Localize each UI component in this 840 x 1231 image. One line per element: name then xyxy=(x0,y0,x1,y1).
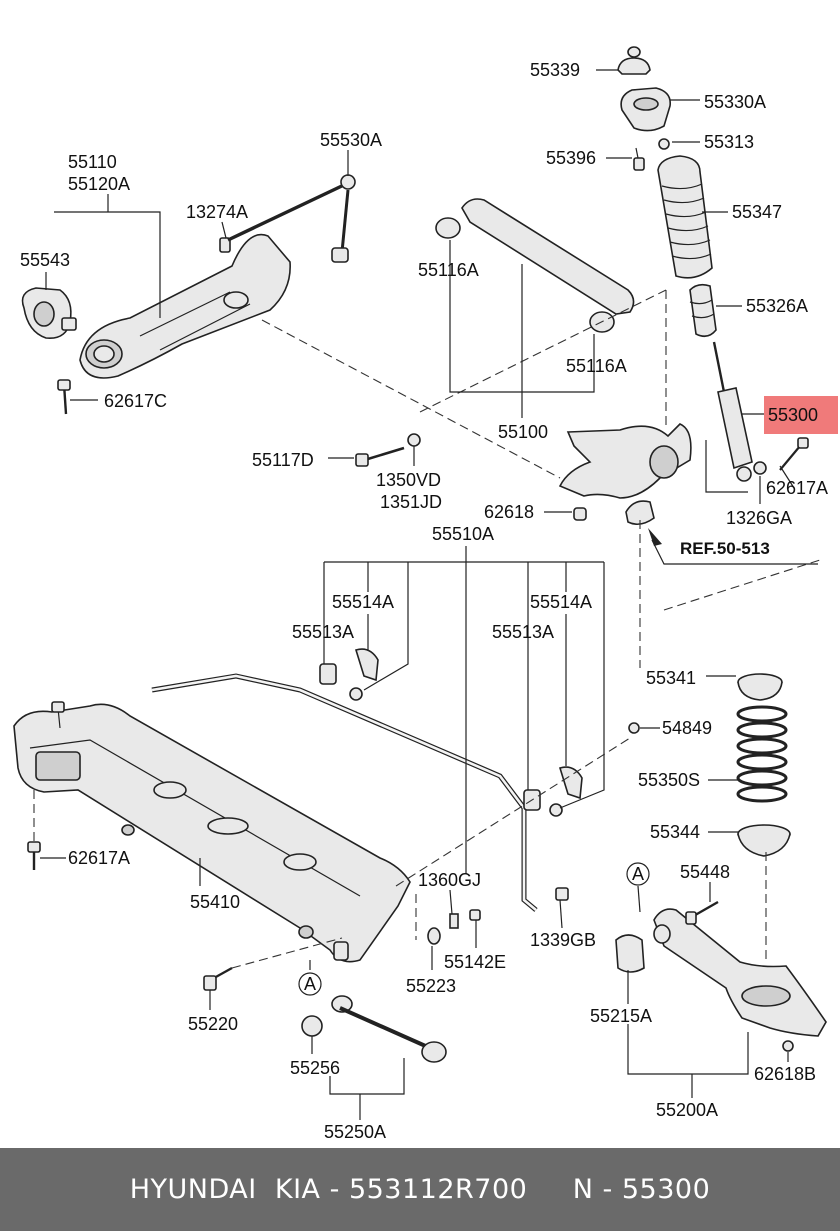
label-55410: 55410 xyxy=(190,892,240,912)
footer-n-prefix: N xyxy=(572,1174,594,1205)
label-55344: 55344 xyxy=(650,822,700,842)
spring-stack xyxy=(736,673,791,857)
label-55220: 55220 xyxy=(188,1014,238,1034)
label-55510A: 55510A xyxy=(432,524,494,544)
label-55116A-2: 55116A xyxy=(566,356,627,376)
label-1350VD: 1350VD xyxy=(376,470,441,490)
label-55514A-2: 55514A xyxy=(530,592,592,612)
callout-a-left xyxy=(298,972,322,996)
label-62618: 62618 xyxy=(484,502,534,522)
label-55120A: 55120A xyxy=(68,174,130,194)
lower-arm xyxy=(615,900,827,1052)
label-55513A-2: 55513A xyxy=(492,622,554,642)
footer-sep-1: - xyxy=(320,1174,349,1205)
leader-lines xyxy=(40,69,818,1120)
footer-sep-2: - xyxy=(593,1174,622,1205)
lower-link xyxy=(301,941,447,1063)
knuckle xyxy=(355,423,692,526)
label-54849: 54849 xyxy=(662,718,712,738)
label-13274A: 13274A xyxy=(186,202,248,222)
footer-brand: HYUNDAI KIA xyxy=(129,1174,321,1205)
label-1326GA: 1326GA xyxy=(726,508,792,528)
label-55250A: 55250A xyxy=(324,1122,386,1142)
label-55116A-1: 55116A xyxy=(418,260,479,280)
stabilizer-bar xyxy=(151,648,640,912)
label-55200A: 55200A xyxy=(656,1100,718,1120)
callout-a-right xyxy=(626,862,650,886)
label-55543: 55543 xyxy=(20,250,70,270)
trailing-arm xyxy=(21,174,356,415)
label-55326A: 55326A xyxy=(746,296,808,316)
part-labels: 55339 55330A 55313 55396 55347 55326A 55… xyxy=(20,60,828,1142)
label-55256: 55256 xyxy=(290,1058,340,1078)
label-55117D: 55117D xyxy=(252,450,314,470)
label-55347: 55347 xyxy=(732,202,782,222)
label-55341: 55341 xyxy=(646,668,696,688)
label-55396: 55396 xyxy=(546,148,596,168)
label-1360GJ: 1360GJ xyxy=(418,870,481,890)
label-55215A: 55215A xyxy=(590,1006,652,1026)
label-62617C: 62617C xyxy=(104,391,167,411)
label-55350S: 55350S xyxy=(638,770,700,790)
label-55513A-1: 55513A xyxy=(292,622,354,642)
label-55313: 55313 xyxy=(704,132,754,152)
label-1351JD: 1351JD xyxy=(380,492,442,512)
label-55448: 55448 xyxy=(680,862,730,882)
label-55223: 55223 xyxy=(406,976,456,996)
label-55142E: 55142E xyxy=(444,952,506,972)
label-62617A-bottom: 62617A xyxy=(68,848,130,868)
label-ref-50-513: REF.50-513 xyxy=(680,539,770,558)
label-55100: 55100 xyxy=(498,422,548,442)
coil-spring xyxy=(736,705,788,803)
parts-diagram: 55339 55330A 55313 55396 55347 55326A 55… xyxy=(13,46,838,1142)
label-55514A-1: 55514A xyxy=(332,592,394,612)
label-55110: 55110 xyxy=(68,152,117,172)
callout-a-right-label: A xyxy=(632,864,644,884)
footer-part-number: 553112R700 xyxy=(348,1174,528,1205)
label-55300: 55300 xyxy=(768,405,818,425)
footer-n-value: 55300 xyxy=(621,1174,711,1205)
label-62617A-top: 62617A xyxy=(766,478,828,498)
label-55530A: 55530A xyxy=(320,130,382,150)
shock-stack xyxy=(617,46,809,493)
label-55339: 55339 xyxy=(530,60,580,80)
highlight-box xyxy=(764,396,838,434)
label-55330A: 55330A xyxy=(704,92,766,112)
label-62618B: 62618B xyxy=(754,1064,816,1084)
footer-bar: HYUNDAI KIA - 553112R700 N - 55300 xyxy=(0,1148,840,1231)
crossmember xyxy=(13,701,481,991)
footer-gap xyxy=(527,1174,572,1205)
ref-arrow-icon xyxy=(648,528,662,546)
label-1339GB: 1339GB xyxy=(530,930,596,950)
callout-a-left-label: A xyxy=(304,974,316,994)
